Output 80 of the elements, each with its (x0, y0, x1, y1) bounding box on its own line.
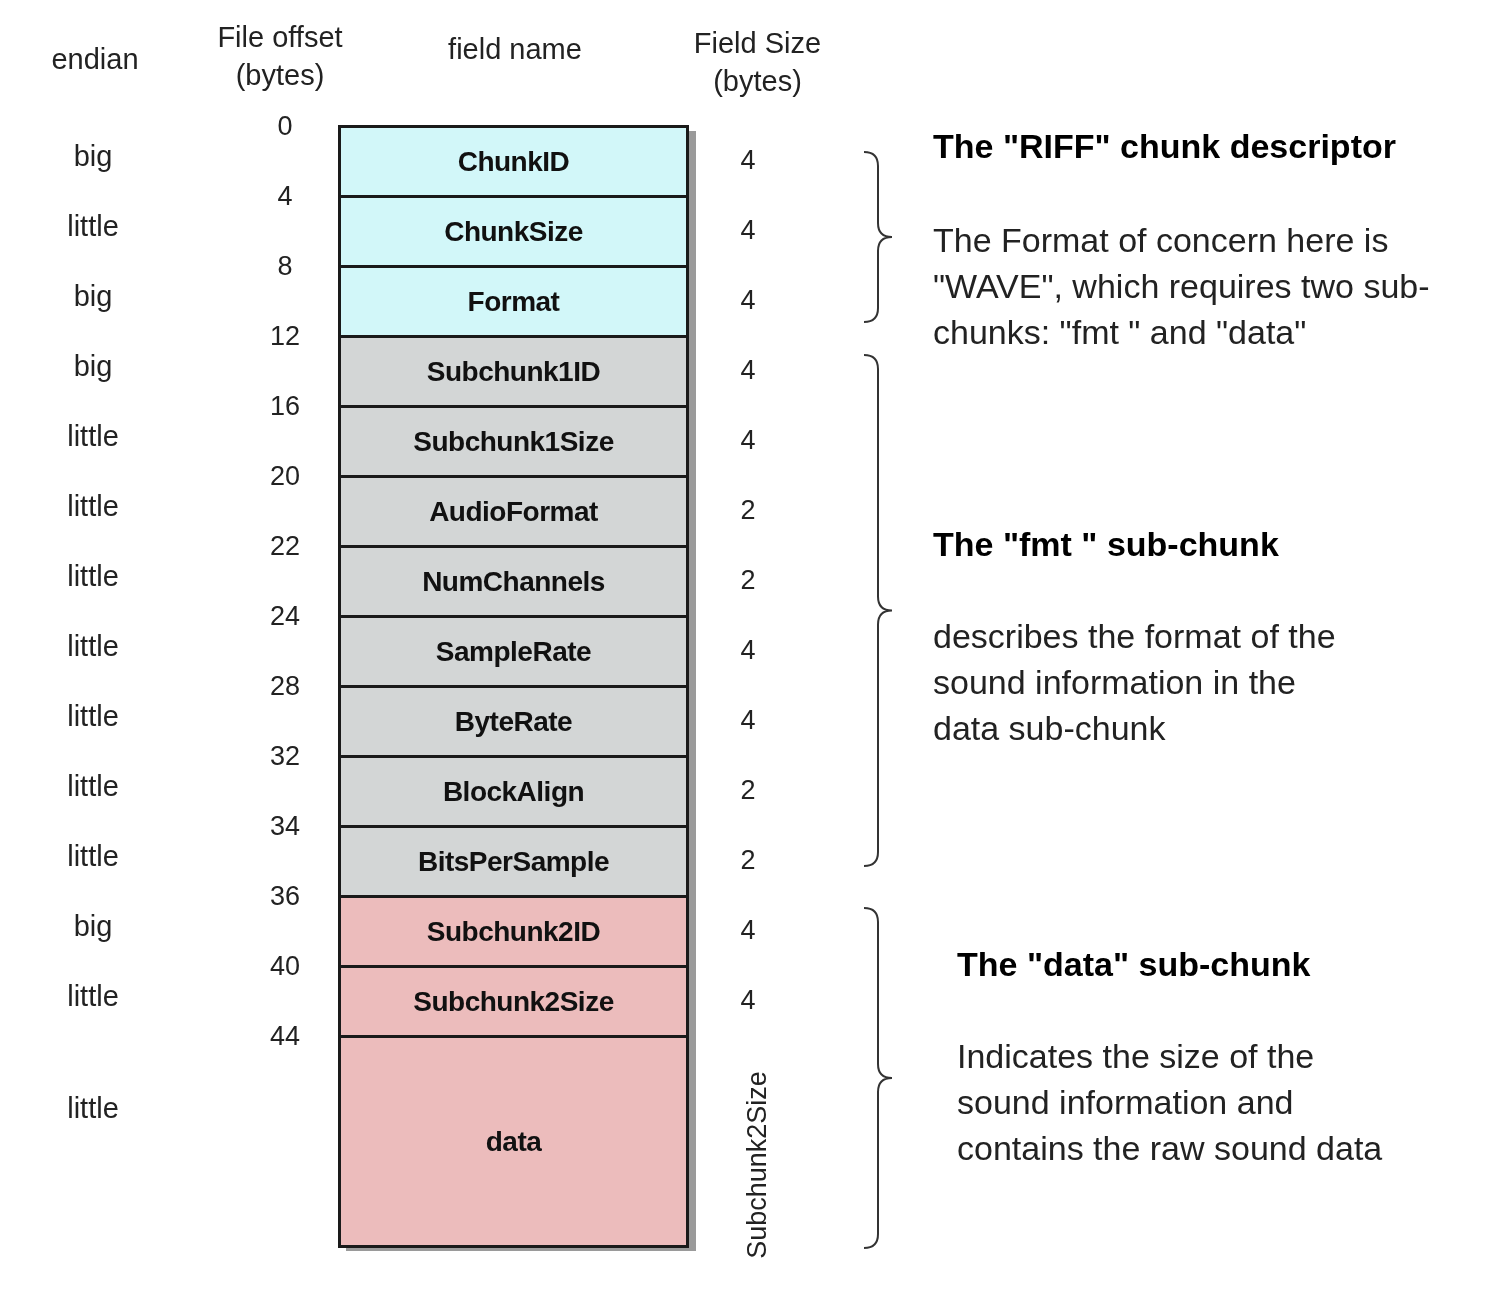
column-header: File offset (bytes) (216, 20, 344, 93)
section-description: Indicates the size of the sound information and contains the raw sound data (957, 1036, 1384, 1169)
endian-value: little (66, 839, 120, 874)
offset-value: 20 (268, 460, 301, 493)
field-box (338, 335, 689, 408)
size-value: Subchunk2Size (741, 1070, 773, 1261)
size-value: 4 (739, 984, 757, 1017)
section-heading: The "RIFF" chunk descriptor (933, 126, 1397, 166)
endian-value: big (72, 139, 114, 174)
field-box (338, 685, 689, 758)
field-name: Subchunk1ID (426, 354, 601, 389)
column-header: Field Size (bytes) (692, 26, 823, 99)
field-name: Subchunk1Size (413, 424, 614, 459)
section-description: The Format of concern here is "WAVE", which requires two sub-chunks: "fmt " and "data" (933, 220, 1431, 353)
field-box (338, 1035, 689, 1248)
size-value: 2 (739, 564, 757, 597)
field-box (338, 475, 689, 548)
field-name: ByteRate (454, 704, 573, 739)
field-name: Format (467, 284, 560, 319)
field-name: Subchunk2ID (426, 914, 601, 949)
field-box (338, 825, 689, 898)
endian-value: little (66, 979, 120, 1014)
size-value: 2 (739, 844, 757, 877)
size-value: 4 (739, 284, 757, 317)
offset-value: 16 (268, 390, 301, 423)
field-name: BitsPerSample (417, 844, 610, 879)
field-box (338, 895, 689, 968)
endian-value: big (72, 909, 114, 944)
section-description: describes the format of the sound information in the data sub-chunk (933, 616, 1337, 749)
size-value: 4 (739, 424, 757, 457)
field-name: SampleRate (435, 634, 592, 669)
column-header: field name (447, 32, 583, 67)
endian-value: little (66, 699, 120, 734)
offset-value: 22 (268, 530, 301, 563)
field-box (338, 965, 689, 1038)
field-name: ChunkID (457, 144, 570, 179)
size-value: 4 (739, 144, 757, 177)
field-name: data (485, 1124, 542, 1159)
offset-value: 32 (268, 740, 301, 773)
section-heading: The "data" sub-chunk (957, 944, 1312, 984)
endian-value: little (66, 419, 120, 454)
field-box (338, 125, 689, 198)
endian-value: big (72, 349, 114, 384)
field-name: NumChannels (422, 564, 605, 599)
size-value: 4 (739, 704, 757, 737)
endian-value: little (66, 559, 120, 594)
field-name: AudioFormat (429, 494, 598, 529)
offset-value: 24 (268, 600, 301, 633)
field-box (338, 615, 689, 688)
offset-value: 34 (268, 810, 301, 843)
offset-value: 40 (268, 950, 301, 983)
column-header: endian (50, 42, 140, 77)
endian-value: little (66, 489, 120, 524)
offset-value: 0 (276, 110, 294, 143)
field-name: BlockAlign (442, 774, 585, 809)
field-box (338, 265, 689, 338)
size-value: 4 (739, 354, 757, 387)
size-value: 2 (739, 494, 757, 527)
endian-value: little (66, 769, 120, 804)
offset-value: 44 (268, 1020, 301, 1053)
offset-value: 36 (268, 880, 301, 913)
field-name: ChunkSize (444, 214, 583, 249)
field-box (338, 755, 689, 828)
field-box (338, 405, 689, 478)
endian-value: big (72, 279, 114, 314)
offset-value: 12 (268, 320, 301, 353)
endian-value: little (66, 1091, 120, 1126)
endian-value: little (66, 629, 120, 664)
field-box (338, 195, 689, 268)
offset-value: 8 (276, 250, 294, 283)
size-value: 4 (739, 914, 757, 947)
size-value: 4 (739, 214, 757, 247)
endian-value: little (66, 209, 120, 244)
field-name: Subchunk2Size (413, 984, 614, 1019)
size-value: 4 (739, 634, 757, 667)
offset-value: 28 (268, 670, 301, 703)
section-heading: The "fmt " sub-chunk (933, 524, 1280, 564)
field-box (338, 545, 689, 618)
size-value: 2 (739, 774, 757, 807)
offset-value: 4 (276, 180, 294, 213)
